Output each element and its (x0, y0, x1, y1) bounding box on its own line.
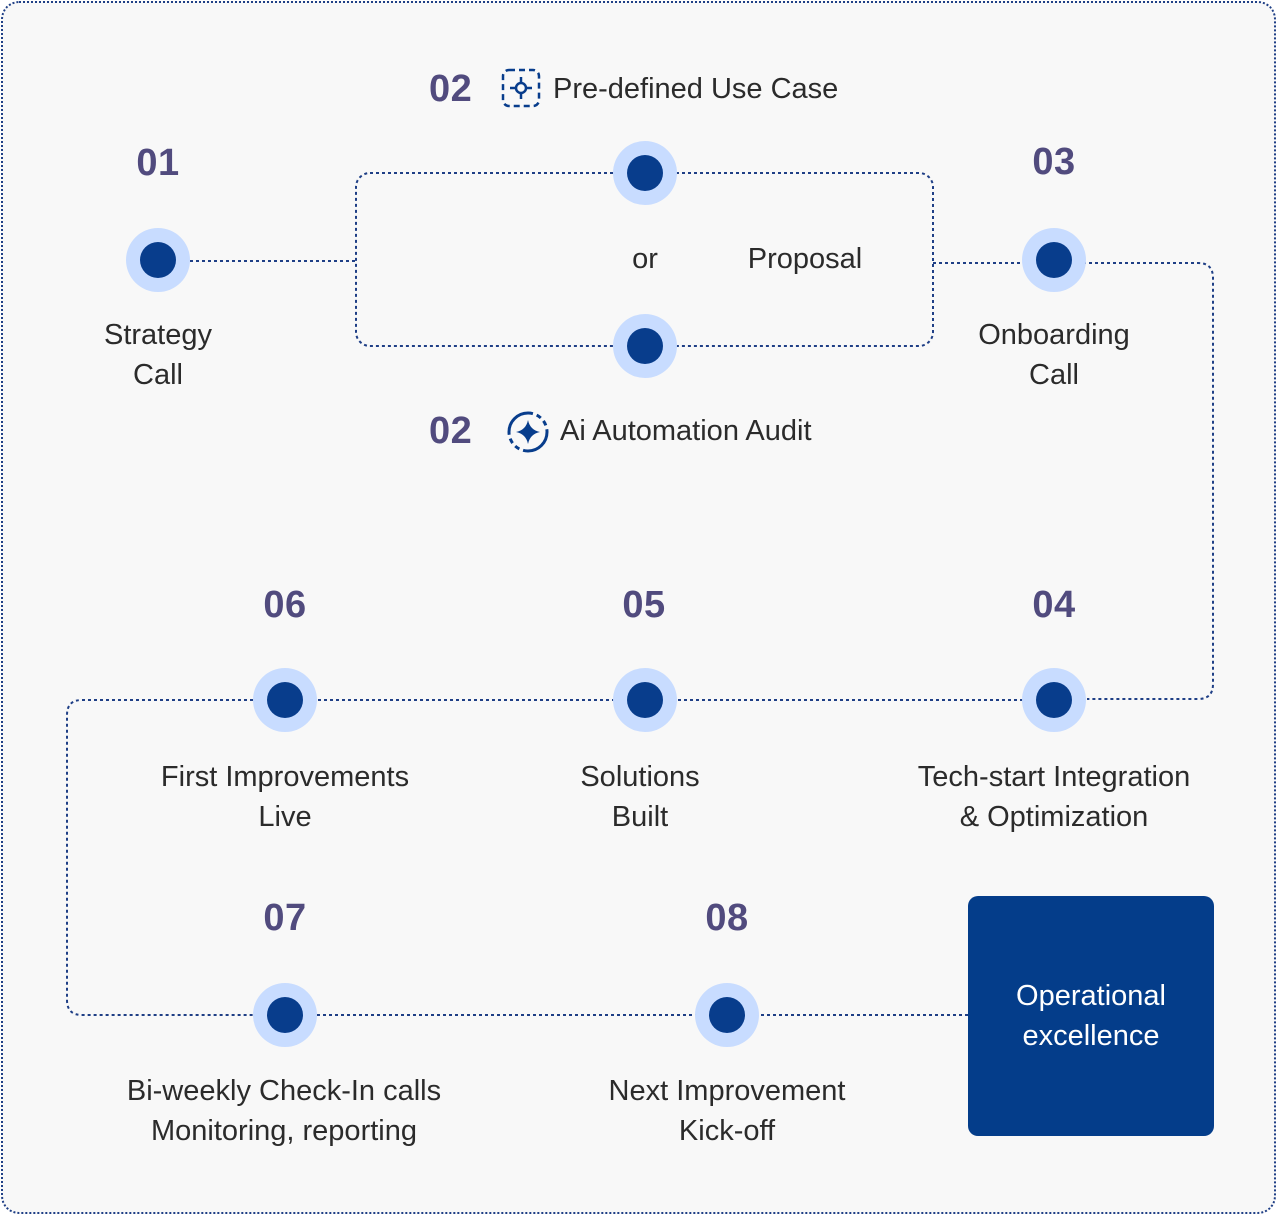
step-06-label-line2: Live (258, 801, 312, 833)
step-05-label: Solutions Built (580, 757, 699, 837)
step-03-number: 03 (1032, 141, 1076, 183)
step-07-label: Bi-weekly Check-In calls Monitoring, rep… (127, 1071, 441, 1151)
step-07-label-line1: Bi-weekly Check-In calls (126, 1075, 442, 1107)
step-06-label: First Improvements Live (161, 757, 409, 837)
step-01-label-line2: Call (133, 359, 183, 391)
step-01-number: 01 (136, 142, 180, 184)
step-06-number: 06 (263, 584, 307, 626)
step-08-node (695, 983, 759, 1047)
step-04-label-line2: & Optimization (959, 801, 1149, 833)
step-06-label-line1: First Improvements (160, 761, 410, 793)
step-08-number: 08 (705, 897, 749, 939)
operational-excellence-box: Operational excellence (968, 896, 1214, 1136)
connector-06-to-07 (66, 699, 253, 1016)
step-01-label: Strategy Call (104, 315, 212, 395)
step-03-node (1022, 228, 1086, 292)
step-03-label-line1: Onboarding (978, 319, 1130, 351)
branch-or-text: or (632, 243, 658, 275)
target-crosshair-icon (501, 68, 541, 108)
step-01-node (126, 228, 190, 292)
step-08-label-line2: Kick-off (678, 1115, 776, 1147)
goal-label-line2: excellence (1022, 1020, 1160, 1052)
step-05-node (613, 668, 677, 732)
sparkle-cycle-icon (507, 411, 549, 453)
step-01-label-line1: Strategy (104, 319, 212, 351)
step-02b-number: 02 (429, 410, 473, 452)
step-08-label: Next Improvement Kick-off (609, 1071, 846, 1151)
step-03-label: Onboarding Call (978, 315, 1130, 395)
step-08-label-line1: Next Improvement (608, 1075, 846, 1107)
step-07-number: 07 (263, 897, 307, 939)
step-02a-label: Pre-defined Use Case (553, 73, 839, 105)
step-03-label-line2: Call (1029, 359, 1079, 391)
step-02b-node (613, 314, 677, 378)
step-07-node (253, 983, 317, 1047)
step-02b-label: Ai Automation Audit (560, 415, 812, 447)
step-05-label-line2: Built (611, 801, 669, 833)
goal-label: Operational excellence (1016, 976, 1166, 1056)
step-05-label-line1: Solutions (580, 761, 700, 793)
goal-label-line1: Operational (1016, 980, 1166, 1012)
connector-branch-to-03-04 (933, 262, 1214, 700)
step-04-label-line1: Tech-start Integration (917, 761, 1191, 793)
step-04-number: 04 (1032, 584, 1076, 626)
step-04-label: Tech-start Integration & Optimization (918, 757, 1190, 837)
step-07-label-line2: Monitoring, reporting (151, 1115, 417, 1147)
step-06-node (253, 668, 317, 732)
step-02a-node (613, 141, 677, 205)
step-05-number: 05 (622, 584, 666, 626)
step-04-node (1022, 668, 1086, 732)
branch-box (355, 172, 934, 347)
step-02a-number: 02 (429, 68, 473, 110)
branch-proposal-text: Proposal (747, 243, 863, 275)
